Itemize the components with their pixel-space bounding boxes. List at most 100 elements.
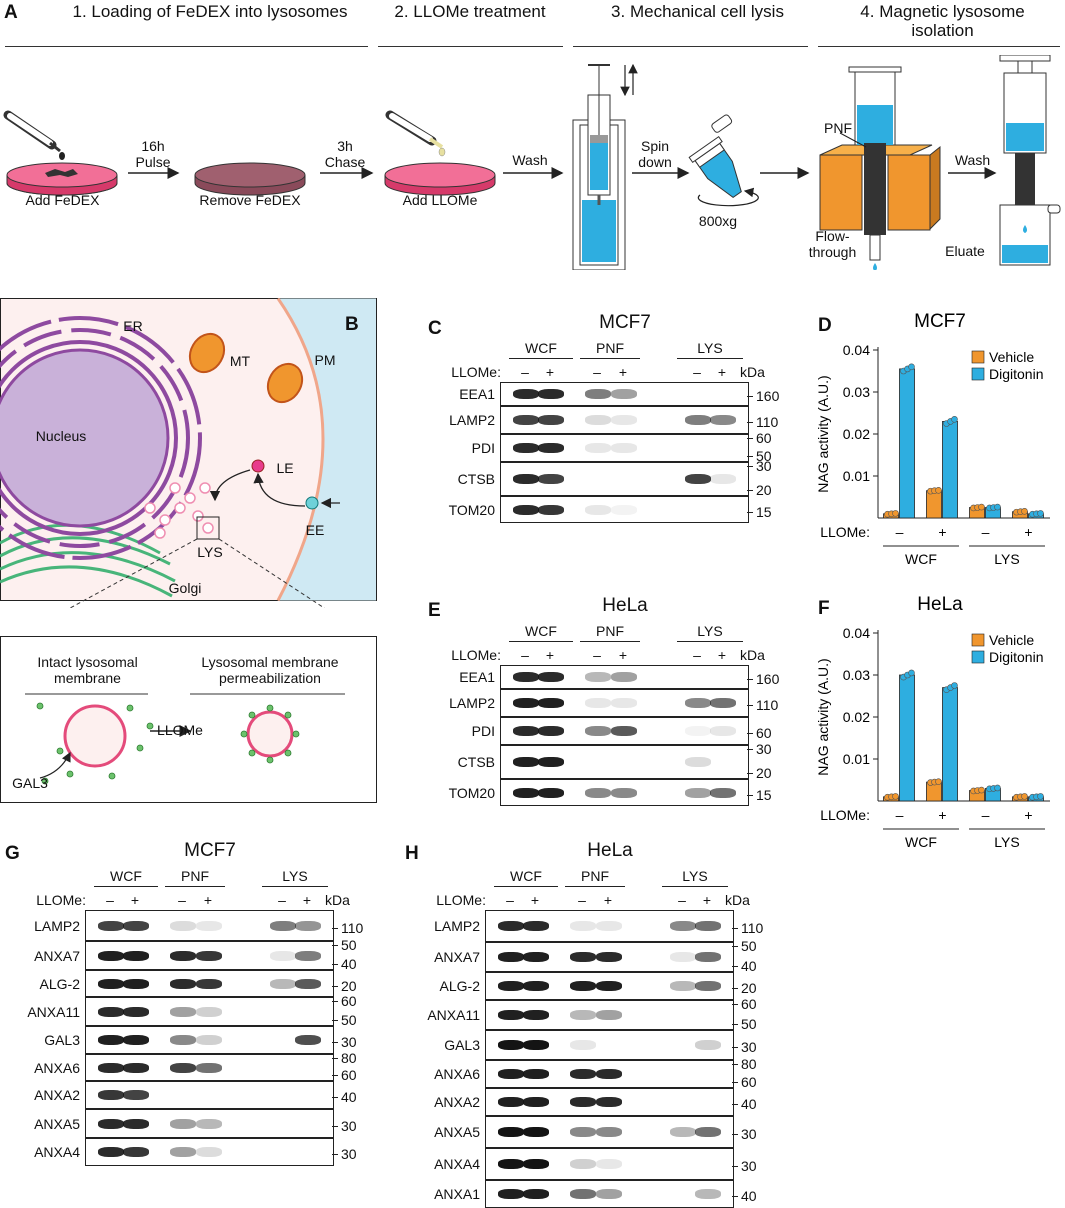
mitochondria-icon <box>188 332 304 404</box>
band <box>538 443 564 453</box>
llome-sign: – <box>693 647 701 663</box>
blot-strip <box>485 1180 734 1208</box>
kda-tick <box>732 966 738 967</box>
band <box>538 757 564 767</box>
label-er: ER <box>123 318 143 334</box>
group-label: LYS <box>994 551 1019 565</box>
group-rule <box>565 886 625 887</box>
band <box>170 1035 196 1045</box>
label-flow-through: Flow-through <box>808 228 857 260</box>
group-rule <box>580 358 640 359</box>
data-point <box>908 669 915 677</box>
band <box>98 1035 124 1045</box>
data-point <box>951 682 958 689</box>
band <box>695 981 721 991</box>
band <box>538 474 564 484</box>
band <box>498 1097 524 1107</box>
llome-sign: + <box>618 364 628 380</box>
band <box>498 1127 524 1137</box>
llome-label: LLOMe: <box>36 892 86 908</box>
zoom-box <box>196 516 220 540</box>
band <box>685 787 711 798</box>
x-tick-label: – <box>982 524 990 540</box>
row-label-anxa5: ANXA5 <box>34 1115 80 1132</box>
band <box>523 1159 549 1169</box>
row-label-alg-2: ALG-2 <box>439 978 480 994</box>
kda-marker: 160 <box>756 671 780 687</box>
llome-sign: + <box>530 892 540 908</box>
band <box>538 504 564 515</box>
blot-title: MCF7 <box>599 312 651 333</box>
step-rule <box>378 46 563 47</box>
band <box>295 920 321 931</box>
kda-marker: 20 <box>756 482 772 498</box>
band <box>123 920 149 931</box>
band <box>513 504 539 515</box>
kda-marker: 20 <box>756 765 772 781</box>
label-chase: 3h Chase <box>324 138 366 170</box>
panel-letter-a: A <box>4 2 18 23</box>
kda-label: kDa <box>740 364 765 380</box>
kda-tick <box>747 422 753 423</box>
group-label-pnf: PNF <box>596 340 624 356</box>
tube-icon <box>688 114 742 199</box>
band <box>596 981 622 991</box>
band <box>523 921 549 931</box>
row-label-lamp2: LAMP2 <box>449 695 495 711</box>
band <box>170 950 196 961</box>
kda-tick <box>732 946 738 947</box>
blot-strip <box>85 941 334 970</box>
row-label-lamp2: LAMP2 <box>434 918 480 934</box>
label-mt: MT <box>229 353 251 369</box>
kda-tick <box>732 988 738 989</box>
kda-marker: 110 <box>741 920 764 936</box>
band <box>196 1035 222 1045</box>
bar <box>899 368 915 519</box>
group-rule <box>262 886 328 887</box>
row-label-anxa7: ANXA7 <box>434 949 480 965</box>
band <box>98 1006 124 1017</box>
band <box>685 757 711 767</box>
legend-label: Digitonin <box>989 366 1043 382</box>
band <box>570 1127 596 1137</box>
step-rule <box>818 46 1060 47</box>
kda-marker: 60 <box>756 430 772 446</box>
llome-sign: + <box>702 892 712 908</box>
kda-tick <box>747 679 753 680</box>
kda-marker: 20 <box>741 980 757 996</box>
row-label-pdi: PDI <box>471 723 495 739</box>
band <box>498 1040 524 1050</box>
kda-marker: 50 <box>341 937 357 953</box>
band <box>695 1127 721 1137</box>
llome-sign: + <box>717 364 727 380</box>
band <box>611 415 637 425</box>
kda-tick <box>332 1154 338 1155</box>
group-label-lys: LYS <box>697 340 723 356</box>
kda-tick <box>732 1004 738 1005</box>
band <box>710 474 736 484</box>
panel-letter-g: G <box>5 843 20 864</box>
y-tick-label: 0.02 <box>843 426 870 442</box>
panel-letter-h: H <box>405 843 419 864</box>
band <box>596 1010 622 1020</box>
y-axis-label: NAG activity (A.U.) <box>815 658 831 775</box>
gal3-dots <box>36 702 154 785</box>
blot-strip <box>500 665 749 689</box>
band <box>695 1189 721 1199</box>
band <box>123 1062 149 1073</box>
band <box>523 1010 549 1020</box>
label-wash-2: Wash <box>954 152 991 168</box>
chart-title: HeLa <box>917 594 963 615</box>
band <box>538 787 564 798</box>
band <box>498 981 524 991</box>
group-label-lys: LYS <box>282 868 308 884</box>
band <box>513 787 539 798</box>
blot-strip <box>500 462 749 496</box>
kda-tick <box>332 945 338 946</box>
band <box>538 415 564 425</box>
legend-swatch <box>971 650 985 664</box>
kda-tick <box>332 1001 338 1002</box>
band <box>611 726 637 736</box>
blot-strip <box>485 1000 734 1030</box>
